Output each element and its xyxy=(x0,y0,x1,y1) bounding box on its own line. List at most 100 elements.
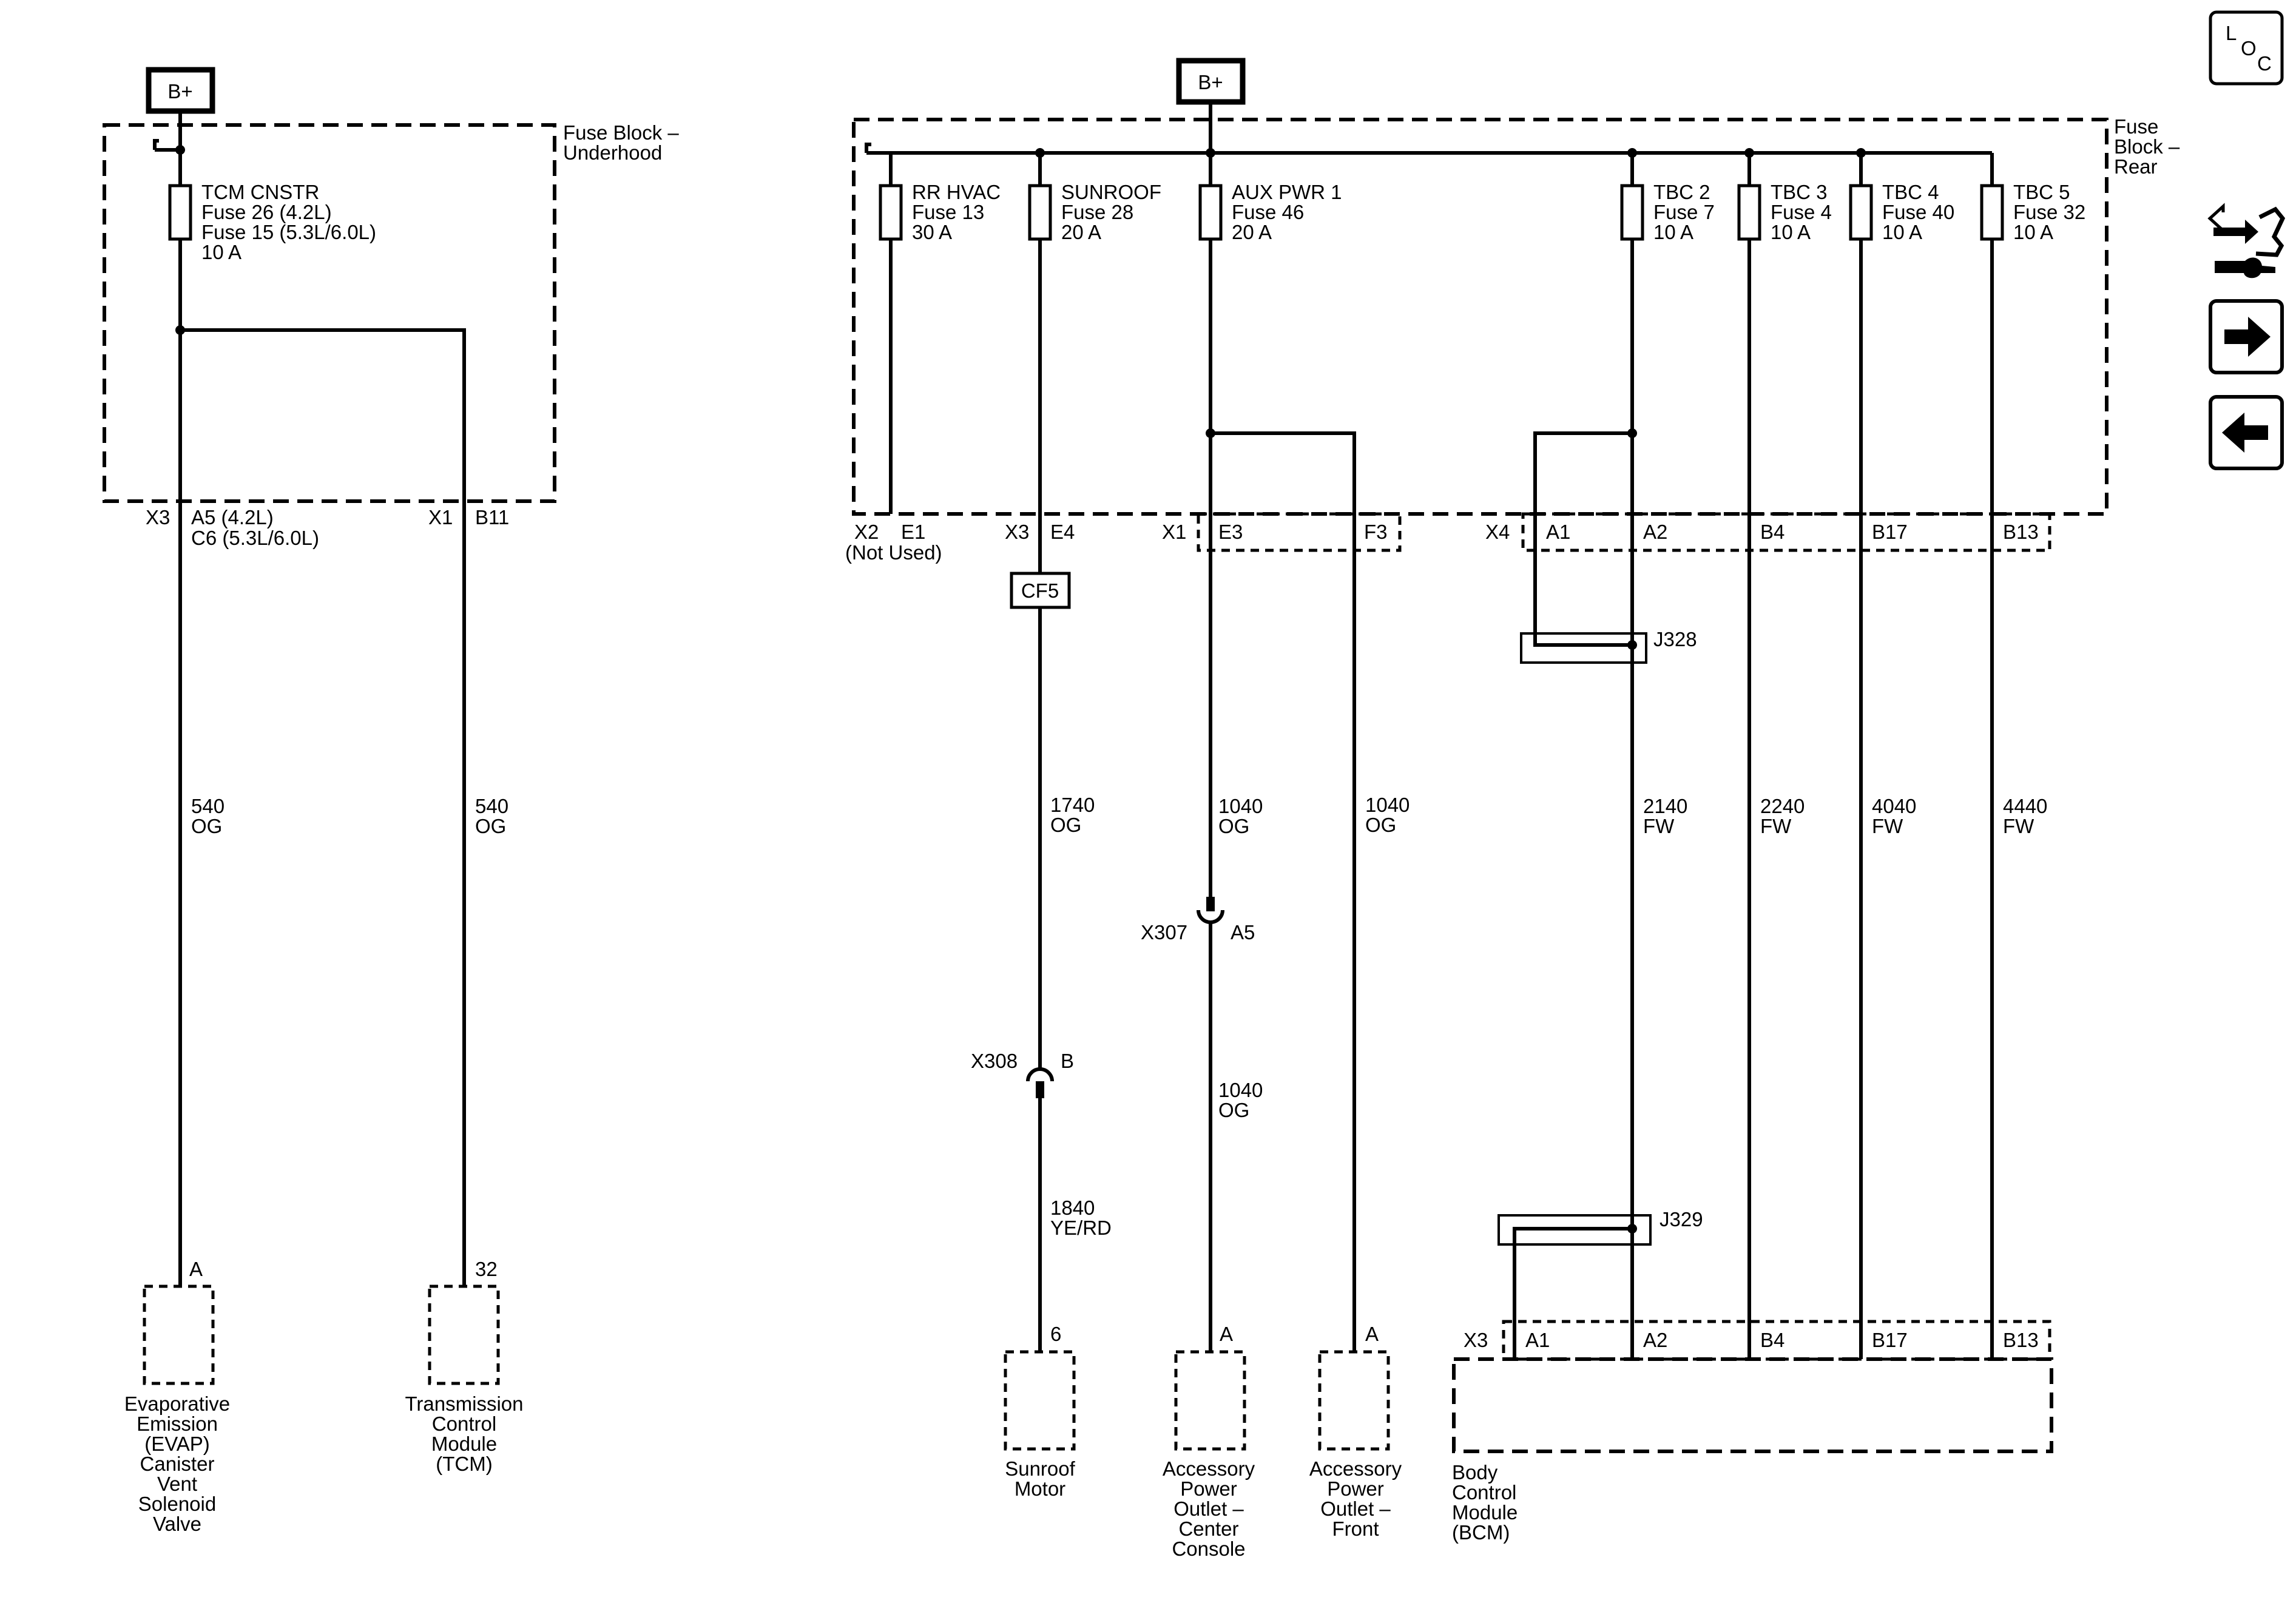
svg-text:Power: Power xyxy=(1180,1477,1237,1500)
tcm-pin: 32 xyxy=(475,1258,498,1280)
battery-label-left: B+ xyxy=(167,80,192,103)
conn-x2: X2 xyxy=(854,521,879,543)
fuse-tbc-5 xyxy=(1980,184,2004,241)
svg-text:20 A: 20 A xyxy=(1061,221,1101,243)
conn-x1-rear: X1 xyxy=(1162,521,1186,543)
svg-text:Outlet –: Outlet – xyxy=(1320,1497,1391,1520)
svg-text:FW: FW xyxy=(1760,815,1792,837)
pin-x4-b13: B13 xyxy=(2003,521,2039,543)
pin-x4-a2: A2 xyxy=(1643,521,1667,543)
svg-text:Control: Control xyxy=(1452,1481,1516,1504)
fuse-tbc-3 xyxy=(1737,184,1761,241)
svg-text:1040: 1040 xyxy=(1365,794,1410,816)
svg-text:Outlet –: Outlet – xyxy=(1173,1497,1244,1520)
svg-text:FW: FW xyxy=(2003,815,2034,837)
pin-e1: E1 xyxy=(901,521,925,543)
conn-x3-rear: X3 xyxy=(1005,521,1029,543)
pin-f3: F3 xyxy=(1364,521,1388,543)
locator-icon[interactable]: L O C xyxy=(2209,10,2284,86)
svg-text:Fuse 40: Fuse 40 xyxy=(1882,201,1954,223)
fuse-rr-hvac xyxy=(879,184,903,241)
svg-text:1040: 1040 xyxy=(1218,795,1263,817)
rear-circuit: B+ Fuse Block – Rear RR HVAC Fus xyxy=(845,58,2180,1560)
fuse-tcm-cnstr-amps: 10 A xyxy=(201,241,241,263)
bcm-label: Body Control Module (BCM) xyxy=(1452,1461,1518,1544)
svg-text:10 A: 10 A xyxy=(1882,221,1922,243)
svg-text:Front: Front xyxy=(1332,1517,1379,1540)
svg-text:SUNROOF: SUNROOF xyxy=(1061,181,1161,203)
fuse-tbc-2 xyxy=(1620,184,1644,241)
svg-text:B17: B17 xyxy=(1872,1329,1908,1351)
fuse-block-rear-label-3: Rear xyxy=(2114,155,2158,178)
battery-label-rear: B+ xyxy=(1198,71,1223,93)
pin-x4-b17: B17 xyxy=(1872,521,1908,543)
x1-connector-outline xyxy=(1197,512,1402,552)
x307-connector xyxy=(1197,897,1224,1352)
fuse-tcm-cnstr-number-b: Fuse 15 (5.3L/6.0L) xyxy=(201,221,376,243)
center-pin: A xyxy=(1220,1323,1233,1345)
svg-text:20 A: 20 A xyxy=(1232,221,1272,243)
fuse-block-rear-label-1: Fuse xyxy=(2114,115,2158,138)
arrow-left-icon[interactable] xyxy=(2209,395,2284,470)
evap-label: Evaporative Emission (EVAP) Canister Ven… xyxy=(124,1393,230,1535)
svg-text:Power: Power xyxy=(1327,1477,1384,1500)
sunroof-pin: 6 xyxy=(1050,1323,1061,1345)
svg-text:Emission: Emission xyxy=(137,1413,218,1435)
svg-text:Vent: Vent xyxy=(157,1473,197,1495)
svg-text:Fuse 4: Fuse 4 xyxy=(1771,201,1832,223)
fuse-sunroof xyxy=(1028,184,1052,241)
svg-text:1840: 1840 xyxy=(1050,1197,1095,1219)
outlet-front-box xyxy=(1318,1350,1390,1451)
svg-text:(TCM): (TCM) xyxy=(436,1453,492,1475)
svg-text:B13: B13 xyxy=(2003,1329,2039,1351)
conn-x3-underhood: X3 xyxy=(146,506,170,528)
svg-text:10 A: 10 A xyxy=(1653,221,1693,243)
conn-x1-underhood: X1 xyxy=(428,506,453,528)
outlet-center-label: Accessory Power Outlet – Center Console xyxy=(1163,1457,1255,1560)
svg-text:(BCM): (BCM) xyxy=(1452,1521,1510,1544)
svg-text:OG: OG xyxy=(1050,814,1081,836)
wire-540-left-num: 540 xyxy=(191,795,225,817)
svg-text:AUX PWR 1: AUX PWR 1 xyxy=(1232,181,1342,203)
outlet-front-label: Accessory Power Outlet – Front xyxy=(1309,1457,1402,1540)
outlet-center-box xyxy=(1174,1350,1246,1451)
evap-pin: A xyxy=(189,1258,203,1280)
svg-text:1740: 1740 xyxy=(1050,794,1095,816)
connector-tool-icon[interactable] xyxy=(2207,203,2286,279)
fuse-aux-pwr-1 xyxy=(1198,184,1223,241)
svg-text:Fuse 13: Fuse 13 xyxy=(912,201,984,223)
x4-connector-outline xyxy=(1521,512,2051,552)
j329-splice xyxy=(1497,1214,1652,1246)
fuse-tbc-4 xyxy=(1849,184,1873,241)
svg-text:Motor: Motor xyxy=(1015,1477,1065,1500)
svg-text:Body: Body xyxy=(1452,1461,1498,1484)
svg-text:2240: 2240 xyxy=(1760,795,1805,817)
svg-text:YE/RD: YE/RD xyxy=(1050,1217,1112,1239)
pin-x4-b4: B4 xyxy=(1760,521,1784,543)
pin-e3: E3 xyxy=(1218,521,1243,543)
wire-540-right-color: OG xyxy=(475,815,506,837)
svg-text:Fuse 7: Fuse 7 xyxy=(1653,201,1715,223)
svg-text:B4: B4 xyxy=(1760,1329,1784,1351)
sunroof-label: Sunroof Motor xyxy=(1005,1457,1075,1500)
svg-text:Fuse 28: Fuse 28 xyxy=(1061,201,1133,223)
pin-x3-underhood-a: A5 (4.2L) xyxy=(191,506,274,528)
svg-text:A1: A1 xyxy=(1525,1329,1550,1351)
fuse-block-underhood-label-2: Underhood xyxy=(563,141,662,164)
svg-text:4040: 4040 xyxy=(1872,795,1916,817)
cf5-box xyxy=(1010,572,1071,609)
fuse-block-rear-label-2: Block – xyxy=(2114,135,2180,158)
fuse-tcm-cnstr-number-a: Fuse 26 (4.2L) xyxy=(201,201,332,223)
bcm-conn: X3 xyxy=(1464,1329,1488,1351)
svg-text:Module: Module xyxy=(431,1433,497,1455)
wire-540-right-num: 540 xyxy=(475,795,508,817)
arrow-right-icon[interactable] xyxy=(2209,299,2284,374)
fuse-tcm-cnstr xyxy=(168,184,192,241)
svg-text:O: O xyxy=(2241,37,2257,59)
j328-label: J328 xyxy=(1653,628,1697,650)
j328-splice xyxy=(1520,632,1647,664)
svg-text:Control: Control xyxy=(432,1413,496,1435)
x308-pin: B xyxy=(1061,1050,1074,1072)
svg-text:Console: Console xyxy=(1172,1538,1245,1560)
